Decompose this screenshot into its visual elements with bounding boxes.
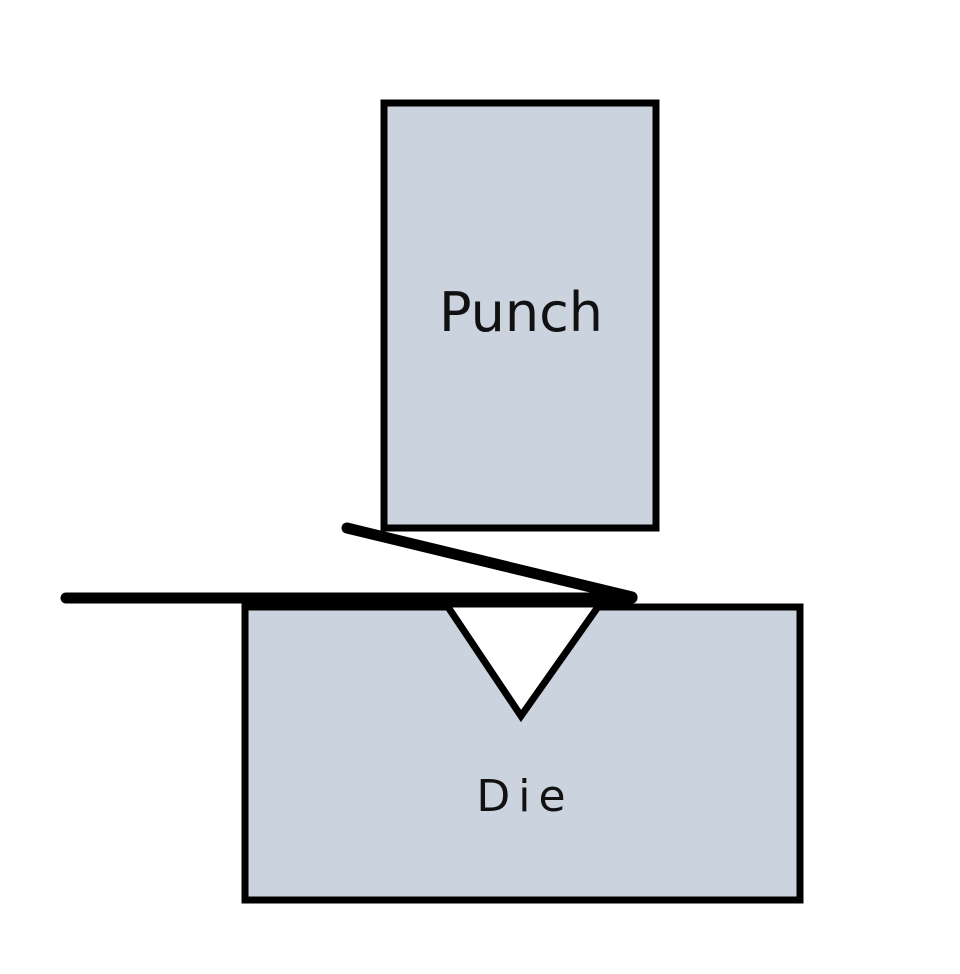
sheet-metal-workpiece xyxy=(60,522,638,604)
punch-block xyxy=(380,99,660,532)
sheet-bent-segment xyxy=(341,522,638,603)
die-label: Die xyxy=(476,771,573,822)
punch: Punch xyxy=(380,99,660,532)
die-v-groove xyxy=(439,600,607,723)
die: Die xyxy=(241,600,804,904)
punch-label: Punch xyxy=(439,281,603,344)
